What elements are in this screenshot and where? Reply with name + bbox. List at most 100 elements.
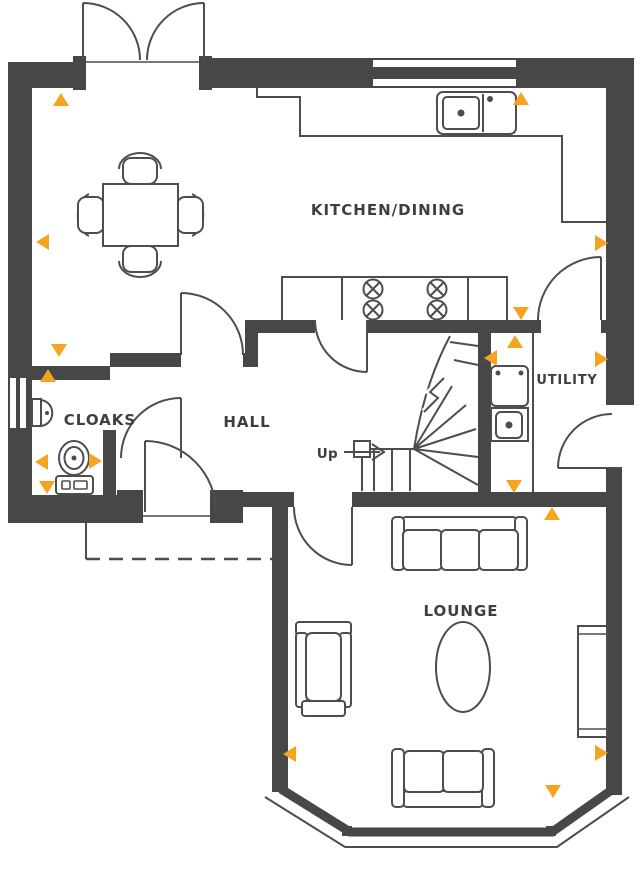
stairs-treads [373, 449, 411, 491]
front-door-post-left [117, 490, 143, 523]
washing-machine-icon [490, 407, 529, 442]
kitchen-sink-basin [442, 96, 480, 130]
lounge-door-swing [293, 506, 353, 566]
bay-window-corner [342, 826, 352, 836]
kitchen-sink-icon [436, 91, 517, 135]
lounge-furniture [295, 516, 608, 808]
kitchen-window-glass [373, 60, 516, 67]
wall-left [8, 62, 32, 523]
cloaks-door-swing [120, 397, 182, 459]
hob-burners-icon [362, 278, 448, 321]
hall-label: HALL [223, 413, 270, 431]
french-door-swing-right [146, 2, 205, 61]
kitchen-sink-tap [487, 96, 493, 102]
wall-hall-top [243, 353, 258, 367]
direction-marker-icon [53, 93, 69, 106]
wall-hall-top [110, 353, 181, 367]
kitchen-window-glass [373, 79, 516, 86]
lounge-label: LOUNGE [423, 602, 498, 620]
direction-marker-icon [36, 234, 49, 250]
direction-marker-icon [595, 745, 608, 761]
wall-right-lower [606, 468, 622, 795]
dining-chair-icon [118, 152, 162, 185]
porch-outline [85, 523, 272, 561]
wall-kitchen-bottom [256, 320, 315, 333]
stairs-newel [353, 440, 371, 458]
french-door-post-right [199, 56, 212, 90]
direction-marker-icon [513, 307, 529, 320]
dining-set [76, 152, 205, 278]
sofa-2-seat-icon [391, 748, 495, 808]
wall-kitchen-bottom [601, 320, 606, 333]
dining-chair-icon [76, 193, 105, 237]
sofa-3-seat-icon [391, 516, 528, 571]
stairs [344, 335, 479, 491]
dining-chair-icon [118, 245, 162, 278]
coffee-table-icon [435, 621, 491, 713]
direction-marker-icon [513, 92, 529, 105]
cloaks-label: CLOAKS [64, 411, 136, 429]
utility-sink-icon [490, 365, 529, 407]
kitchen-sink-drain [457, 109, 465, 117]
direction-marker-icon [595, 235, 608, 251]
cloaks-window-glass [20, 378, 26, 428]
french-door-swing-left [82, 2, 141, 61]
bay-window [264, 785, 630, 848]
armchair-icon [295, 621, 352, 717]
bay-window-outer-line [264, 796, 630, 848]
wall-lounge-left [272, 507, 288, 792]
stairs-inner-string [413, 335, 451, 450]
wall-kitchen-bottom [367, 320, 541, 333]
direction-marker-icon [595, 351, 608, 367]
up-arrow-head [371, 443, 386, 461]
direction-marker-icon [39, 481, 55, 494]
direction-marker-icon [283, 746, 296, 762]
direction-marker-icon [40, 369, 56, 382]
doors [82, 2, 622, 566]
kitchen-door-swing [180, 292, 244, 356]
bay-window-inner-wall [278, 785, 616, 837]
direction-marker-icon [545, 785, 561, 798]
dining-chair-icon [176, 193, 205, 237]
hob-counter [281, 276, 508, 320]
stairs-break-line [423, 377, 445, 413]
direction-marker-icon [506, 480, 522, 493]
basin-icon [31, 398, 54, 428]
wall-hall-bottom [243, 492, 294, 507]
kitchen-dining-label: KITCHEN/DINING [311, 201, 465, 219]
direction-marker-icon [544, 507, 560, 520]
bay-window-corner [546, 826, 556, 836]
back-door-swing [557, 413, 613, 469]
direction-marker-icon [35, 454, 48, 470]
utility-door-swing [537, 256, 602, 321]
wall-right-upper [606, 58, 634, 405]
front-door-swing [144, 440, 217, 513]
dining-table-icon [102, 183, 179, 247]
direction-marker-icon [51, 344, 67, 357]
direction-marker-icon [484, 350, 497, 366]
up-label: Up [317, 446, 338, 462]
direction-marker-icon [507, 335, 523, 348]
markers-layer [35, 92, 608, 798]
walls [8, 56, 634, 795]
tv-unit-icon [577, 625, 608, 738]
wall-lounge-top [352, 492, 606, 507]
hob-unit-edges [341, 277, 469, 320]
french-door-post-left [73, 56, 86, 90]
passage-door-swing [314, 319, 368, 373]
direction-marker-icon [89, 453, 102, 469]
wall-cloaks-right [103, 430, 116, 497]
utility-label: UTILITY [536, 373, 597, 388]
stairs-upper-treads [449, 341, 479, 366]
utility-fixtures [490, 333, 534, 492]
cloaks-window-glass [10, 378, 16, 428]
stairs-winders [413, 385, 479, 486]
kitchen-fixtures [256, 88, 606, 321]
wall-utility-left [478, 333, 491, 492]
room-labels: KITCHEN/DINING HALL CLOAKS UTILITY LOUNG… [64, 201, 597, 620]
cloaks-fixtures [31, 398, 94, 495]
kitchen-worktop [256, 88, 606, 223]
toilet-icon [55, 440, 94, 495]
